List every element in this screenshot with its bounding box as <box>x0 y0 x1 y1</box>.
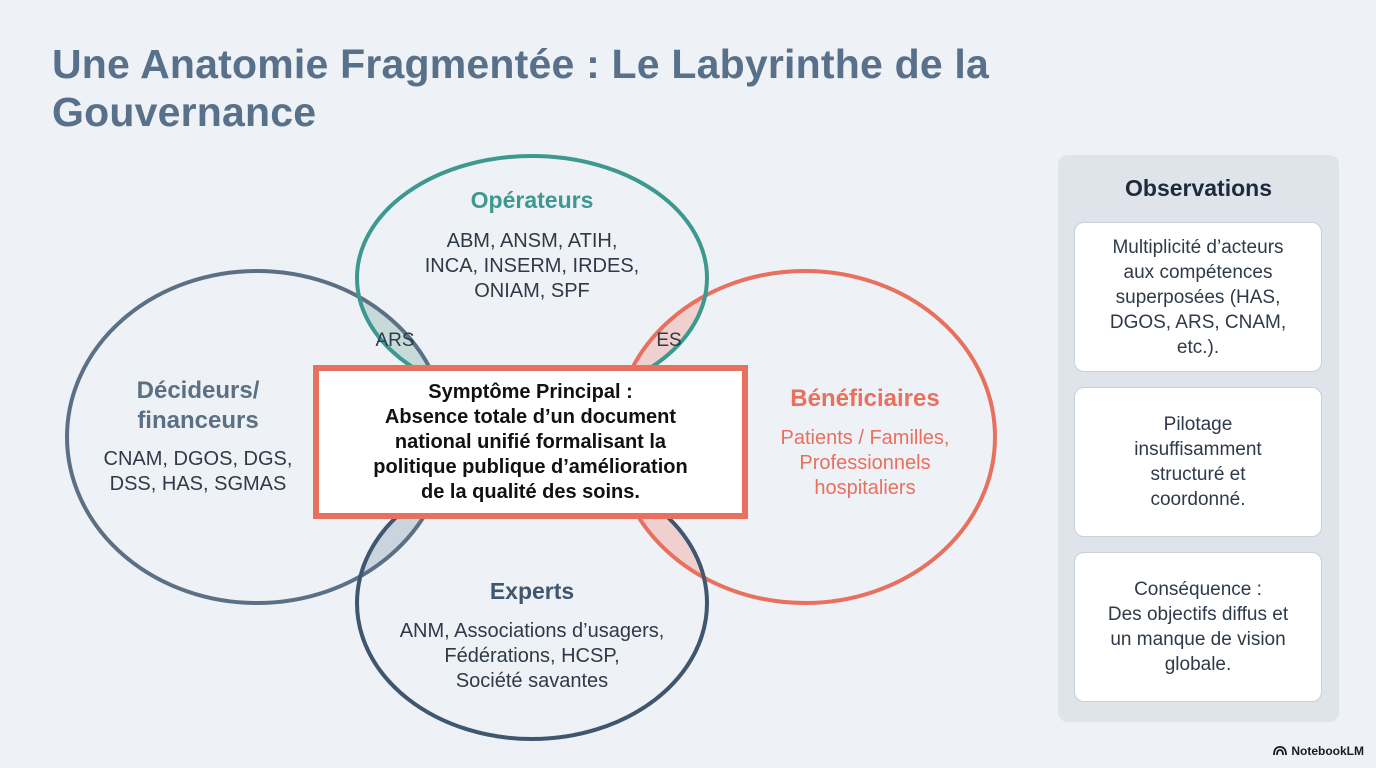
experts-line-3: Société savantes <box>455 670 609 692</box>
observation-1-line-5: etc.). <box>1176 336 1220 358</box>
symptom-line-4: politique publique d’amélioration <box>373 455 688 478</box>
symptom-line-3: national unifié formalisant la <box>394 430 667 453</box>
symptom-line-2: Absence totale d’un document <box>384 405 677 428</box>
observation-3-line-1: Conséquence : <box>1134 579 1262 600</box>
decideurs-line-2: DSS, HAS, SGMAS <box>109 473 287 495</box>
beneficiaires-line-2: Professionnels <box>799 452 931 474</box>
observation-3-line-4: globale. <box>1164 654 1232 675</box>
brand-name: NotebookLM <box>1291 744 1364 758</box>
decideurs-line-1: CNAM, DGOS, DGS, <box>103 448 293 470</box>
notebooklm-logo-icon <box>1273 746 1288 756</box>
observation-1-line-4: DGOS, ARS, CNAM, <box>1109 311 1287 333</box>
decideurs-members: CNAM, DGOS, DGS, DSS, HAS, SGMAS <box>88 447 308 497</box>
beneficiaires-members: Patients / Familles, Professionnels hosp… <box>755 426 975 501</box>
symptom-line-5: de la qualité des soins. <box>421 480 640 503</box>
observation-1-line-3: superposées (HAS, <box>1115 286 1281 308</box>
page-title: Une Anatomie Fragmentée : Le Labyrinthe … <box>52 41 990 135</box>
observation-3-line-2: Des objectifs diffus et <box>1107 604 1289 625</box>
experts-title: Experts <box>489 578 575 604</box>
observation-2-line-1: Pilotage <box>1163 414 1233 435</box>
experts-members: ANM, Associations d’usagers, Fédérations… <box>367 619 697 694</box>
decideurs-title-line-1: Décideurs/ <box>136 377 260 404</box>
observation-1-line-2: aux compétences <box>1123 261 1273 283</box>
overlap-es-label: ES <box>656 330 682 351</box>
decideurs-title-line-2: financeurs <box>137 407 259 434</box>
observation-2-line-4: coordonné. <box>1150 489 1246 510</box>
experts-line-2: Fédérations, HCSP, <box>444 645 620 667</box>
observation-2-line-2: insuffisamment <box>1134 439 1262 460</box>
brand-mark: NotebookLM <box>1273 744 1364 758</box>
operateurs-members: ABM, ANSM, ATIH, INCA, INSERM, IRDES, ON… <box>382 229 682 304</box>
beneficiaires-line-1: Patients / Familles, <box>780 427 950 449</box>
observation-card-3: Conséquence : Des objectifs diffus et un… <box>1074 552 1322 702</box>
experts-line-1: ANM, Associations d’usagers, <box>399 620 665 642</box>
observations-panel: Observations Multiplicité d’acteurs aux … <box>1058 155 1339 722</box>
beneficiaires-line-3: hospitaliers <box>814 477 916 499</box>
observation-card-1: Multiplicité d’acteurs aux compétences s… <box>1074 222 1322 372</box>
symptom-line-1: Symptôme Principal : <box>428 380 633 403</box>
observation-3-line-3: un manque de vision <box>1110 629 1286 650</box>
symptom-box: Symptôme Principal : Absence totale d’un… <box>313 365 748 519</box>
observation-card-2: Pilotage insuffisamment structuré et coo… <box>1074 387 1322 537</box>
decideurs-title: Décideurs/ financeurs <box>78 376 318 436</box>
beneficiaires-title: Bénéficiaires <box>790 385 940 412</box>
operateurs-title: Opérateurs <box>470 187 594 213</box>
operateurs-line-3: ONIAM, SPF <box>474 280 590 302</box>
overlap-ars-label: ARS <box>375 330 415 351</box>
observation-1-line-1: Multiplicité d’acteurs <box>1112 236 1284 258</box>
operateurs-line-2: INCA, INSERM, IRDES, <box>424 255 640 277</box>
operateurs-line-1: ABM, ANSM, ATIH, <box>446 230 618 252</box>
observations-title: Observations <box>1125 175 1272 201</box>
observation-2-line-3: structuré et <box>1150 464 1246 485</box>
